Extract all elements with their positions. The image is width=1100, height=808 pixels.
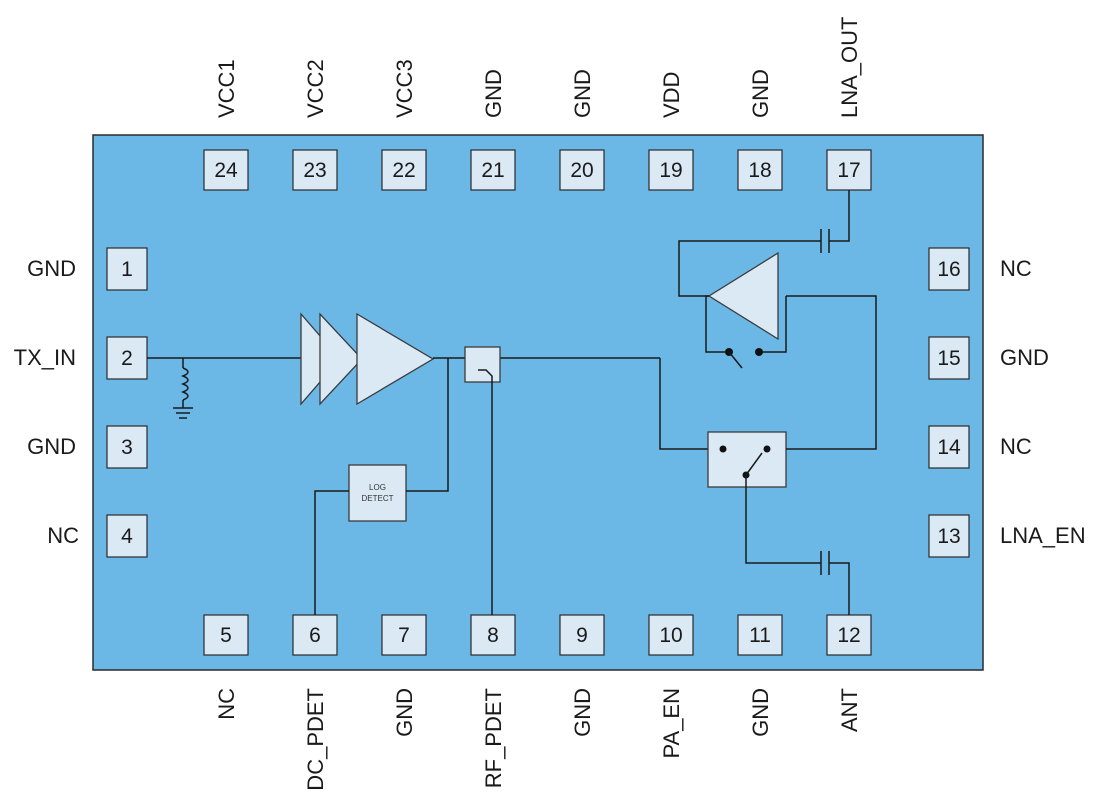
pin-15-number: 15: [937, 347, 960, 370]
pin-4-number: 4: [121, 525, 133, 548]
pin-2-number: 2: [121, 347, 133, 370]
pin-16-number: 16: [937, 258, 960, 281]
pin-21-number: 21: [481, 159, 504, 182]
pin-14-label: NC: [1000, 434, 1032, 459]
pin-20-label: GND: [570, 69, 595, 118]
right-pins: 16 15 14 13: [928, 247, 970, 558]
pin-7-label: GND: [392, 688, 417, 737]
lna-out-pin-trace: [829, 190, 850, 242]
top-pin-labels: VCC1 VCC2 VCC3 GND GND VDD GND LNA_OUT: [214, 17, 862, 118]
pin-7-pad: [381, 614, 427, 656]
pin-13-number: 13: [937, 525, 960, 548]
pin-14-number: 14: [937, 436, 961, 459]
pin-10-label: PA_EN: [659, 688, 684, 759]
pin-20-pad: [559, 149, 605, 191]
pin-4-label: NC: [47, 523, 79, 548]
ant-trace: [829, 562, 850, 615]
pin-23-number: 23: [303, 159, 326, 182]
pin-6-pad: [292, 614, 338, 656]
tr-switch-icon: [707, 431, 787, 488]
pin-12-label: ANT: [837, 688, 862, 732]
pin-11-number: 11: [749, 624, 771, 647]
pin-5-number: 5: [220, 624, 232, 647]
left-pin-labels: GND TX_IN GND NC: [14, 256, 79, 548]
detector-input-trace: [406, 358, 449, 492]
pin-8-label: RF_PDET: [481, 688, 506, 788]
pin-23-label: VCC2: [303, 59, 328, 118]
pin-10-number: 10: [659, 624, 682, 647]
dc-pdet-trace: [314, 490, 349, 615]
log-detector-label-1: LOG: [369, 483, 386, 492]
pin-1-pad: [106, 247, 148, 291]
pin-18-pad: [737, 149, 783, 191]
pin-23-pad: [292, 149, 338, 191]
pin-24-pad: [203, 149, 249, 191]
pin-22-label: VCC3: [392, 59, 417, 118]
pin-18-number: 18: [748, 159, 771, 182]
pin-16-pad: [928, 247, 970, 291]
pin-11-pad: [737, 614, 783, 656]
bottom-pin-labels: NC DC_PDET GND RF_PDET GND PA_EN GND ANT: [214, 688, 862, 791]
pin-5-pad: [203, 614, 249, 656]
pin-17-number: 17: [837, 159, 860, 182]
pin-5-label: NC: [214, 688, 239, 720]
pin-15-pad: [928, 336, 970, 380]
pin-12-number: 12: [837, 624, 860, 647]
log-detector-label-2: DETECT: [362, 494, 394, 503]
pin-18-label: GND: [748, 69, 773, 118]
pin-6-label: DC_PDET: [303, 688, 328, 791]
package-body: [92, 134, 984, 671]
pin-13-label: LNA_EN: [1000, 523, 1086, 548]
pin-21-label: GND: [481, 69, 506, 118]
pin-8-pad: [470, 614, 516, 656]
pin-3-pad: [106, 425, 148, 469]
pin-14-pad: [928, 425, 970, 469]
lna-icon: [707, 251, 779, 341]
switch-to-lna-trace: [786, 295, 877, 450]
inductor-to-ground-icon: [173, 358, 193, 419]
pin-9-label: GND: [570, 688, 595, 737]
pin-24-label: VCC1: [214, 59, 239, 118]
bottom-pins: 5 6 7 8 9 10 11 12: [203, 614, 872, 656]
log-detector-block: LOG DETECT: [348, 464, 407, 522]
pin-20-number: 20: [570, 159, 593, 182]
pin-9-number: 9: [576, 624, 588, 647]
lna-bypass-right-trace: [762, 296, 787, 353]
pin-1-number: 1: [121, 258, 133, 281]
pin-19-label: VDD: [659, 72, 684, 118]
directional-coupler-icon: [464, 346, 501, 383]
power-amplifier-icon: [300, 312, 435, 406]
lna-bypass-switch-icon: [725, 348, 763, 369]
pin-11-label: GND: [748, 688, 773, 737]
pin-16-label: NC: [1000, 256, 1032, 281]
pin-2-pad: [106, 336, 148, 380]
pin-24-number: 24: [214, 159, 238, 182]
pin-7-number: 7: [398, 624, 410, 647]
lna-output-trace: [678, 240, 821, 297]
pin-13-pad: [928, 514, 970, 558]
pin-1-label: GND: [27, 256, 76, 281]
left-pins: 1 2 3 4: [106, 247, 148, 558]
pin-12-pad: [826, 614, 872, 656]
pin-22-number: 22: [392, 159, 415, 182]
right-pin-labels: NC GND NC LNA_EN: [1000, 256, 1086, 548]
pin-17-label: LNA_OUT: [837, 17, 862, 118]
tx-to-switch-trace: [659, 358, 708, 450]
pin-6-number: 6: [309, 624, 321, 647]
pin-3-number: 3: [121, 436, 133, 459]
top-pins: 24 23 22 21 20 19 18 17: [203, 149, 872, 191]
pin-19-number: 19: [659, 159, 682, 182]
pin-2-label: TX_IN: [14, 345, 76, 370]
pin-15-label: GND: [1000, 345, 1049, 370]
pin-9-pad: [559, 614, 605, 656]
pin-21-pad: [470, 149, 516, 191]
switch-to-ant-trace: [745, 475, 821, 564]
pin-19-pad: [648, 149, 694, 191]
pin-22-pad: [381, 149, 427, 191]
pin-4-pad: [106, 514, 148, 558]
pin-8-number: 8: [487, 624, 499, 647]
pin-3-label: GND: [27, 434, 76, 459]
pin-10-pad: [648, 614, 694, 656]
